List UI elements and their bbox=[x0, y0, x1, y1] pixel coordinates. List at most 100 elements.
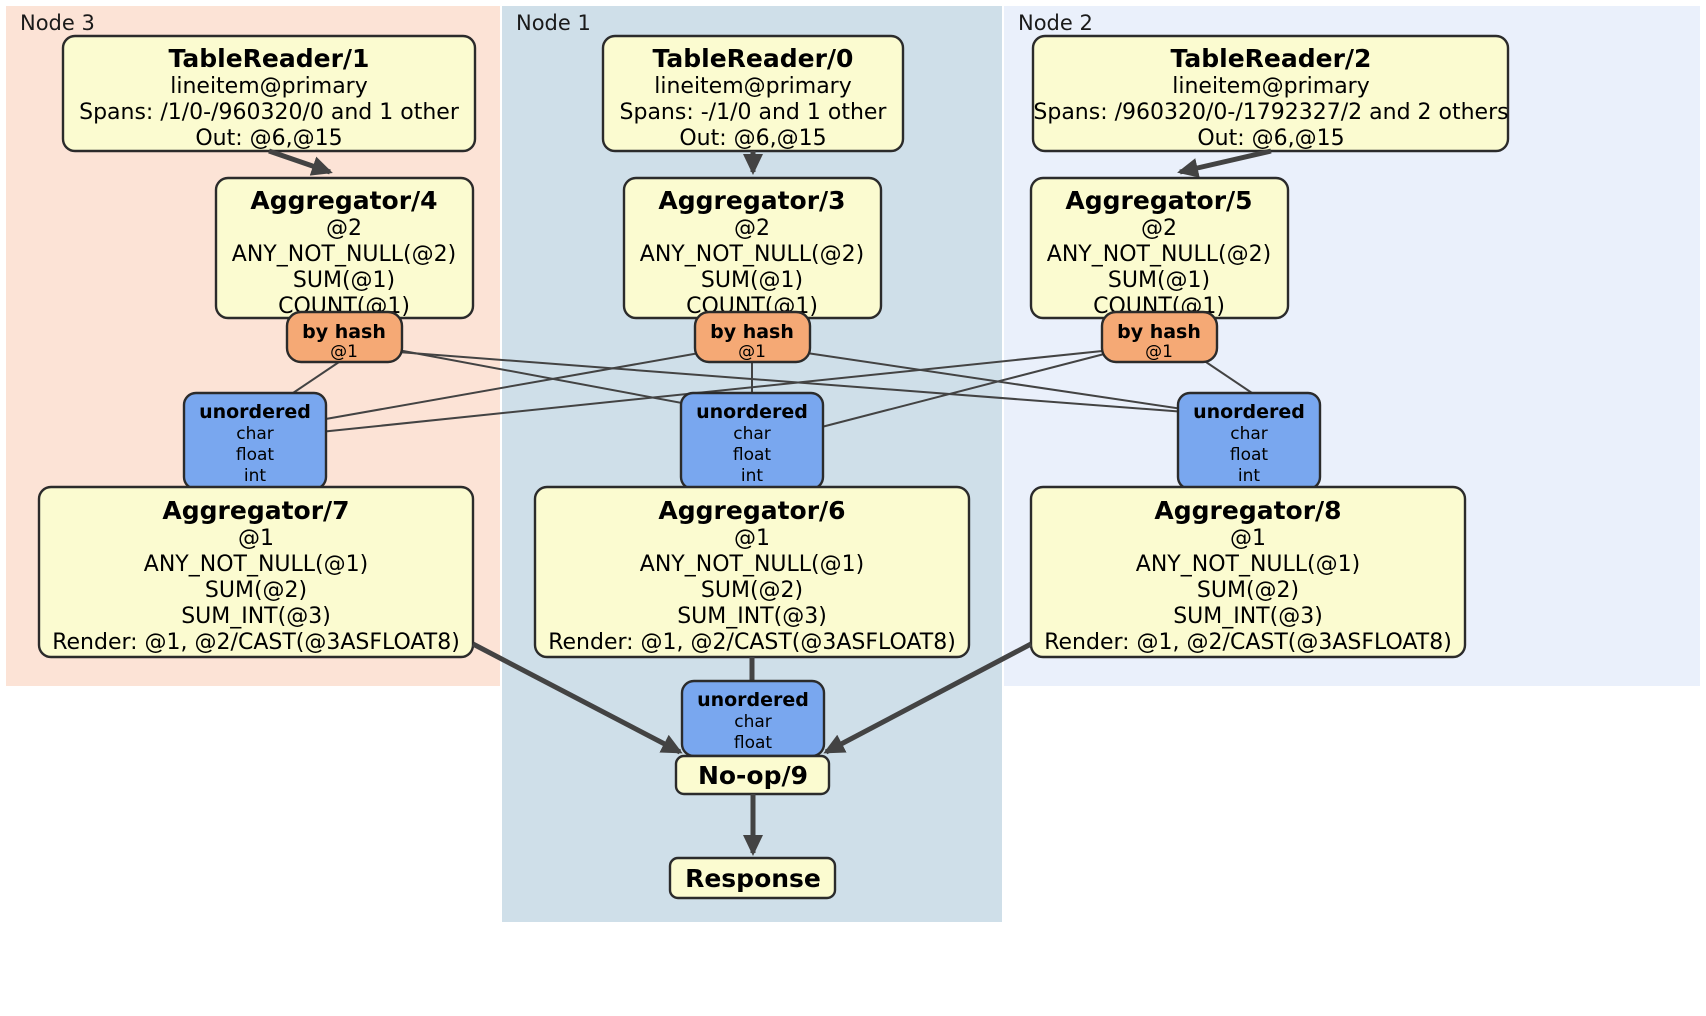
aggregator-4-line-1: ANY_NOT_NULL(@2) bbox=[232, 242, 456, 267]
by-hash-5-line-0: @1 bbox=[1145, 342, 1173, 362]
aggregator-5-line-2: SUM(@1) bbox=[1108, 268, 1210, 293]
edge-aggregator8-to-unordered-final bbox=[823, 641, 1033, 755]
aggregator-6-line-1: ANY_NOT_NULL(@1) bbox=[640, 552, 864, 577]
edge-hash4-to-unordered8 bbox=[397, 351, 1291, 421]
unordered-final-title: unordered bbox=[697, 689, 809, 711]
aggregator-3-line-1: ANY_NOT_NULL(@2) bbox=[640, 242, 864, 267]
aggregator-3-title: Aggregator/3 bbox=[658, 186, 845, 215]
edge-hash5-to-unordered7 bbox=[319, 349, 1113, 433]
processor-no-op-9[interactable]: No-op/9 bbox=[674, 754, 831, 796]
aggregator-3-line-0: @2 bbox=[734, 216, 770, 241]
edges-mesh bbox=[289, 349, 1291, 433]
router-by-hash-3[interactable]: by hash @1 bbox=[693, 310, 812, 364]
aggregator-6-line-3: SUM_INT(@3) bbox=[677, 604, 827, 629]
unordered-7-line-2: int bbox=[244, 466, 266, 486]
unordered-6-line-2: int bbox=[741, 466, 763, 486]
unordered-8-line-0: char bbox=[1230, 424, 1268, 444]
panel-node1-label: Node 1 bbox=[516, 11, 591, 35]
processor-aggregator-7[interactable]: Aggregator/7 @1 ANY_NOT_NULL(@1) SUM(@2)… bbox=[37, 485, 475, 659]
unordered-7-line-1: float bbox=[236, 445, 275, 465]
by-hash-3-line-0: @1 bbox=[738, 342, 766, 362]
panel-node3-label: Node 3 bbox=[20, 11, 95, 35]
processor-aggregator-8[interactable]: Aggregator/8 @1 ANY_NOT_NULL(@1) SUM(@2)… bbox=[1029, 485, 1467, 659]
aggregator-3-line-2: SUM(@1) bbox=[701, 268, 803, 293]
synchronizer-unordered-6[interactable]: unordered char float int bbox=[679, 391, 825, 491]
unordered-6-line-1: float bbox=[733, 445, 772, 465]
unordered-7-line-0: char bbox=[236, 424, 274, 444]
aggregator-7-box[interactable] bbox=[37, 485, 475, 659]
aggregator-8-line-4: Render: @1, @2/CAST(@3ASFLOAT8) bbox=[1044, 630, 1452, 655]
aggregator-4-line-2: SUM(@1) bbox=[293, 268, 395, 293]
edge-hash5-to-unordered5 bbox=[1199, 357, 1256, 396]
response-box[interactable] bbox=[668, 856, 837, 900]
aggregator-6-line-4: Render: @1, @2/CAST(@3ASFLOAT8) bbox=[548, 630, 956, 655]
aggregator-6-line-2: SUM(@2) bbox=[701, 578, 803, 603]
unordered-8-line-1: float bbox=[1230, 445, 1269, 465]
aggregator-7-line-3: SUM_INT(@3) bbox=[181, 604, 331, 629]
edge-hash5-to-unordered6 bbox=[809, 351, 1113, 431]
tablereader-2-line-2: Out: @6,@15 bbox=[1197, 126, 1344, 151]
edge-tablereader1-to-aggregator4 bbox=[268, 148, 333, 176]
tablereader-1-title: TableReader/1 bbox=[169, 44, 370, 73]
by-hash-3-box[interactable] bbox=[693, 310, 812, 364]
synchronizer-unordered-final[interactable]: unordered char float bbox=[680, 679, 826, 758]
processor-aggregator-5[interactable]: Aggregator/5 @2 ANY_NOT_NULL(@2) SUM(@1)… bbox=[1029, 176, 1290, 320]
by-hash-4-box[interactable] bbox=[285, 310, 404, 364]
unordered-6-line-0: char bbox=[733, 424, 771, 444]
processor-aggregator-3[interactable]: Aggregator/3 @2 ANY_NOT_NULL(@2) SUM(@1)… bbox=[622, 176, 883, 320]
tablereader-1-line-0: lineitem@primary bbox=[170, 74, 368, 99]
aggregator-5-title: Aggregator/5 bbox=[1065, 186, 1252, 215]
aggregator-5-line-0: @2 bbox=[1141, 216, 1177, 241]
by-hash-5-title: by hash bbox=[1117, 321, 1201, 343]
edges-reader-to-aggregator bbox=[268, 148, 1272, 178]
aggregator-7-line-2: SUM(@2) bbox=[205, 578, 307, 603]
aggregator-5-line-1: ANY_NOT_NULL(@2) bbox=[1047, 242, 1271, 267]
processor-tablereader-1[interactable]: TableReader/1 lineitem@primary Spans: /1… bbox=[61, 34, 477, 153]
aggregator-4-title: Aggregator/4 bbox=[250, 186, 437, 215]
aggregator-7-line-0: @1 bbox=[238, 526, 274, 551]
aggregator-8-line-2: SUM(@2) bbox=[1197, 578, 1299, 603]
processor-tablereader-0[interactable]: TableReader/0 lineitem@primary Spans: -/… bbox=[601, 34, 905, 153]
aggregator-8-line-1: ANY_NOT_NULL(@1) bbox=[1136, 552, 1360, 577]
aggregator-7-line-1: ANY_NOT_NULL(@1) bbox=[144, 552, 368, 577]
aggregator-6-line-0: @1 bbox=[734, 526, 770, 551]
processor-response[interactable]: Response bbox=[668, 856, 837, 900]
edge-hash3-to-unordered7 bbox=[319, 351, 706, 421]
unordered-final-line-0: char bbox=[734, 712, 772, 732]
processor-aggregator-6[interactable]: Aggregator/6 @1 ANY_NOT_NULL(@1) SUM(@2)… bbox=[533, 485, 971, 659]
tablereader-2-line-1: Spans: /960320/0-/1792327/2 and 2 others bbox=[1033, 100, 1508, 125]
unordered-7-title: unordered bbox=[199, 401, 311, 423]
unordered-final-line-1: float bbox=[734, 733, 773, 753]
processor-tablereader-2[interactable]: TableReader/2 lineitem@primary Spans: /9… bbox=[1031, 34, 1510, 153]
aggregator-6-title: Aggregator/6 bbox=[658, 496, 845, 525]
synchronizer-unordered-7[interactable]: unordered char float int bbox=[182, 391, 328, 491]
by-hash-4-line-0: @1 bbox=[330, 342, 358, 362]
unordered-8-line-2: int bbox=[1238, 466, 1260, 486]
edge-aggregator7-to-unordered-final bbox=[471, 641, 683, 755]
tablereader-0-line-1: Spans: -/1/0 and 1 other bbox=[620, 100, 888, 125]
aggregator-7-title: Aggregator/7 bbox=[162, 496, 349, 525]
by-hash-3-title: by hash bbox=[710, 321, 794, 343]
processor-aggregator-4[interactable]: Aggregator/4 @2 ANY_NOT_NULL(@2) SUM(@1)… bbox=[214, 176, 475, 320]
tablereader-1-line-1: Spans: /1/0-/960320/0 and 1 other bbox=[79, 100, 460, 125]
tablereader-0-line-0: lineitem@primary bbox=[654, 74, 852, 99]
synchronizer-unordered-8[interactable]: unordered char float int bbox=[1176, 391, 1322, 491]
response-title: Response bbox=[685, 864, 821, 893]
tablereader-0-line-2: Out: @6,@15 bbox=[679, 126, 826, 151]
by-hash-5-box[interactable] bbox=[1100, 310, 1219, 364]
tablereader-0-title: TableReader/0 bbox=[653, 44, 854, 73]
router-by-hash-4[interactable]: by hash @1 bbox=[285, 310, 404, 364]
tablereader-2-line-0: lineitem@primary bbox=[1172, 74, 1370, 99]
aggregator-8-box[interactable] bbox=[1029, 485, 1467, 659]
no-op-9-title: No-op/9 bbox=[698, 761, 808, 790]
aggregator-8-title: Aggregator/8 bbox=[1154, 496, 1341, 525]
aggregator-4-line-0: @2 bbox=[326, 216, 362, 241]
router-by-hash-5[interactable]: by hash @1 bbox=[1100, 310, 1219, 364]
panel-node2-label: Node 2 bbox=[1018, 11, 1093, 35]
tablereader-2-title: TableReader/2 bbox=[1171, 44, 1372, 73]
edge-tablereader2-to-aggregator5 bbox=[1177, 148, 1272, 178]
aggregator-8-line-3: SUM_INT(@3) bbox=[1173, 604, 1323, 629]
aggregator-7-line-4: Render: @1, @2/CAST(@3ASFLOAT8) bbox=[52, 630, 460, 655]
aggregator-8-line-0: @1 bbox=[1230, 526, 1266, 551]
